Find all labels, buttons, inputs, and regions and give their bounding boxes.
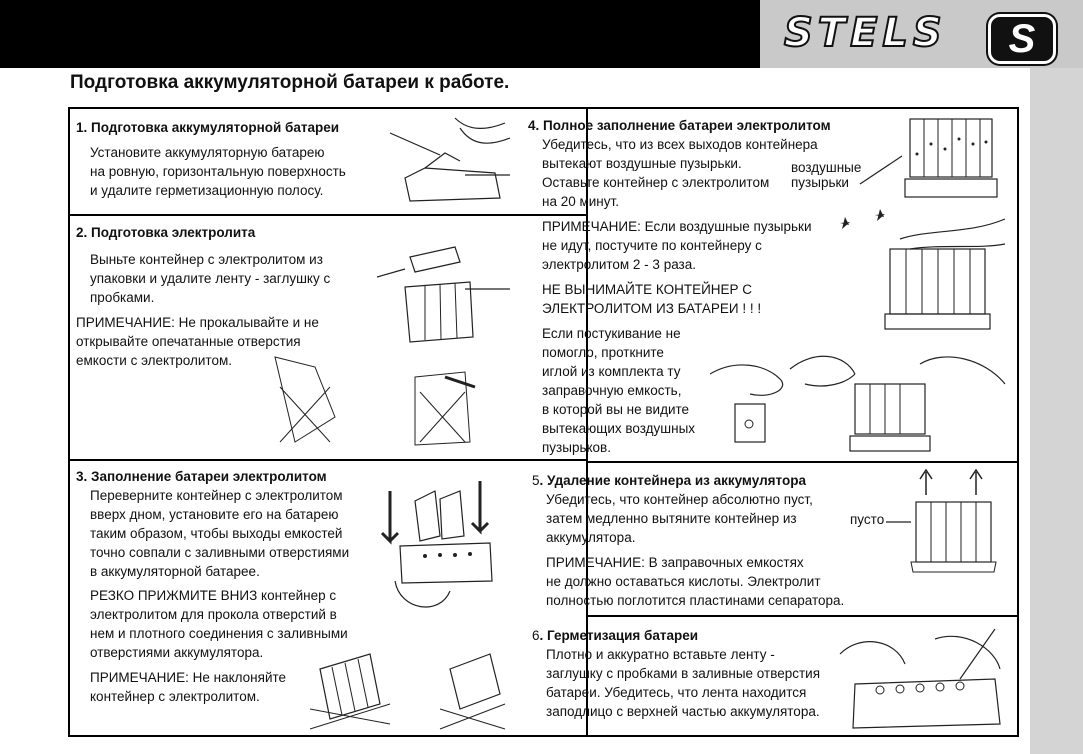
section-6-line: заподлицо с верхней частью аккумулятора. [546, 704, 820, 719]
section-2-line: пробками. [90, 290, 155, 305]
divider-2-3 [70, 459, 586, 461]
section-1: 1. Подготовка аккумуляторной батареи Уст… [76, 118, 346, 200]
battery-strip-illustration [389, 117, 511, 202]
section-6-line: Плотно и аккуратно вставьте ленту - [546, 647, 775, 662]
section-3-line: вверх дном, установите его на батарею [90, 507, 339, 522]
section-5: 5. Удаление контейнера из аккумулятора У… [532, 471, 844, 610]
section-4-warning: ЭЛЕКТРОЛИТОМ ИЗ БАТАРЕИ ! ! ! [542, 301, 762, 316]
side-strip [1030, 68, 1083, 754]
empty-label: пусто [850, 512, 885, 527]
divider-4-5 [586, 461, 1017, 463]
page-title: Подготовка аккумуляторной батареи к рабо… [70, 72, 510, 93]
section-6-number: 6 [532, 628, 540, 643]
header-bar [0, 0, 760, 68]
brand-badge-icon: S [988, 14, 1056, 64]
section-2-note: открывайте опечатанные отверстия [76, 334, 301, 349]
electrolyte-container-illustration [274, 246, 510, 446]
instructions-frame: 1. Подготовка аккумуляторной батареи Уст… [68, 107, 1019, 737]
section-4-line: Оставьте контейнер с электролитом [542, 175, 770, 190]
section-6-line: заглушку с пробками в заливные отверстия [546, 666, 821, 681]
section-5-number: 5 [532, 473, 540, 488]
section-6-heading: 6. Герметизация батареи [532, 626, 820, 645]
bubbles-label-line: пузырьки [791, 175, 849, 190]
section-3-line: в аккумуляторной батарее. [90, 564, 260, 579]
section-3-line: РЕЗКО ПРИЖМИТЕ ВНИЗ контейнер с [90, 588, 337, 603]
section-2-note: ПРИМЕЧАНИЕ: Не прокалывайте и не [76, 315, 319, 330]
section-1-line: Установите аккумуляторную батарею [90, 145, 325, 160]
section-2-line: упаковки и удалите ленту - заглушку с [90, 271, 331, 286]
section-5-line: затем медленно вытяните контейнер из [546, 511, 797, 526]
section-5-line: аккумулятора. [546, 530, 636, 545]
section-5-line: Убедитесь, что контейнер абсолютно пуст, [546, 492, 813, 507]
section-3-line: отверстиями аккумулятора. [90, 645, 264, 660]
section-3-line: точно совпали с заливными отверстиями [90, 545, 350, 560]
tapping-container-illustration [840, 209, 1006, 330]
section-4-line: на 20 минут. [542, 194, 619, 209]
section-3-heading: 3. Заполнение батареи электролитом [76, 469, 327, 484]
divider-5-6 [586, 615, 1017, 617]
bubbles-battery-illustration [859, 118, 998, 198]
section-3: 3. Заполнение батареи электролитом Перев… [76, 467, 349, 706]
tilted-container-illustration [309, 653, 506, 730]
section-4-extra: иглой из комплекта ту [542, 364, 681, 379]
section-4-note: электролитом 2 - 3 раза. [542, 257, 697, 272]
sealing-strip-illustration [839, 628, 1001, 729]
section-1-line: на ровную, горизонтальную поверхность [90, 164, 346, 179]
section-2-line: Выньте контейнер с электролитом из [90, 252, 323, 267]
section-5-note: не должно оставаться кислоты. Электролит [546, 574, 821, 589]
section-4: 4. Полное заполнение батареи электролито… [528, 116, 831, 457]
section-4-heading: 4. Полное заполнение батареи электролито… [528, 118, 831, 133]
section-3-line: нем и плотного соединения с заливными [90, 626, 348, 641]
section-3-line: Переверните контейнер с электролитом [90, 488, 343, 503]
logo-area: STELS S [760, 0, 1083, 68]
section-5-heading: 5. Удаление контейнера из аккумулятора [532, 471, 844, 490]
section-6-title: . Герметизация батареи [539, 628, 699, 643]
section-2-heading: 2. Подготовка электролита [76, 225, 256, 240]
bubbles-label: воздушные пузырьки [791, 160, 861, 190]
section-4-extra: в которой вы не видите [542, 402, 690, 417]
column-divider [586, 109, 588, 735]
section-4-note: не идут, постучите по контейнеру с [542, 238, 762, 253]
bubbles-label-line: воздушные [791, 160, 862, 175]
brand-logo: STELS [783, 9, 947, 57]
section-4-line: вытекают воздушные пузырьки. [542, 156, 742, 171]
section-4-extra: Если постукивание не [542, 326, 681, 341]
section-3-line: электролитом для прокола отверстий в [90, 607, 337, 622]
section-4-extra: заправочную емкость, [542, 383, 682, 398]
divider-1-2 [70, 214, 586, 216]
section-4-line: Убедитесь, что из всех выходов контейнер… [542, 137, 818, 152]
section-4-note: ПРИМЕЧАНИЕ: Если воздушные пузырьки [542, 219, 812, 234]
section-5-title: . Удаление контейнера из аккумулятора [539, 473, 806, 488]
section-6-line: батареи. Убедитесь, что лента находится [546, 685, 807, 700]
section-4-extra: пузырьков. [542, 440, 611, 455]
section-2-note: емкости с электролитом. [76, 353, 233, 368]
section-1-heading: 1. Подготовка аккумуляторной батареи [76, 120, 340, 135]
section-4-warning: НЕ ВЫНИМАЙТЕ КОНТЕЙНЕР С [542, 282, 753, 297]
empty-container-illustration [886, 468, 997, 573]
section-2: 2. Подготовка электролита Выньте контейн… [76, 223, 330, 370]
section-1-line: и удалите герметизационную полосу. [90, 183, 324, 198]
section-6: 6. Герметизация батареи Плотно и аккурат… [532, 626, 820, 721]
section-5-note: ПРИМЕЧАНИЕ: В заправочных емкостях [546, 555, 804, 570]
section-4-extra: вытекающих воздушных [542, 421, 696, 436]
section-4-extra: помогло, проткните [542, 345, 664, 360]
needle-illustration [709, 355, 1006, 452]
section-3-note: контейнер с электролитом. [90, 689, 260, 704]
section-5-note: полностью поглотится пластинами сепарато… [546, 593, 845, 608]
container-on-battery-illustration [380, 481, 493, 608]
section-3-note: ПРИМЕЧАНИЕ: Не наклоняйте [90, 670, 287, 685]
section-3-line: таким образом, чтобы выходы емкостей [90, 526, 343, 541]
